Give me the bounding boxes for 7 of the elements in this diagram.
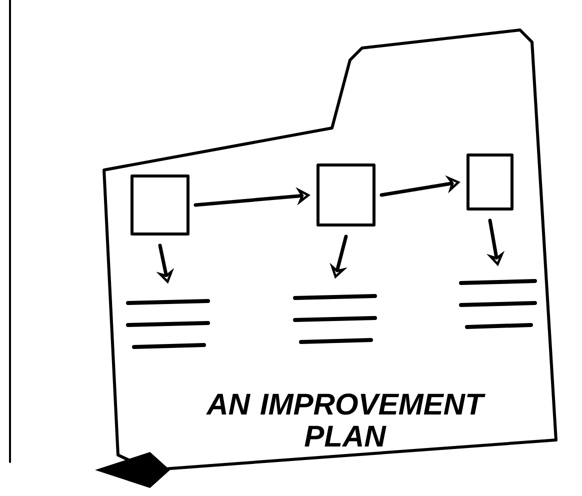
box <box>316 164 376 226</box>
box <box>130 174 190 236</box>
text-lines <box>126 299 210 349</box>
text-lines <box>293 294 377 344</box>
box <box>466 154 514 210</box>
text-lines <box>459 279 537 329</box>
folder-drawing: AN IMPROVEMENT PLAN <box>102 28 558 472</box>
